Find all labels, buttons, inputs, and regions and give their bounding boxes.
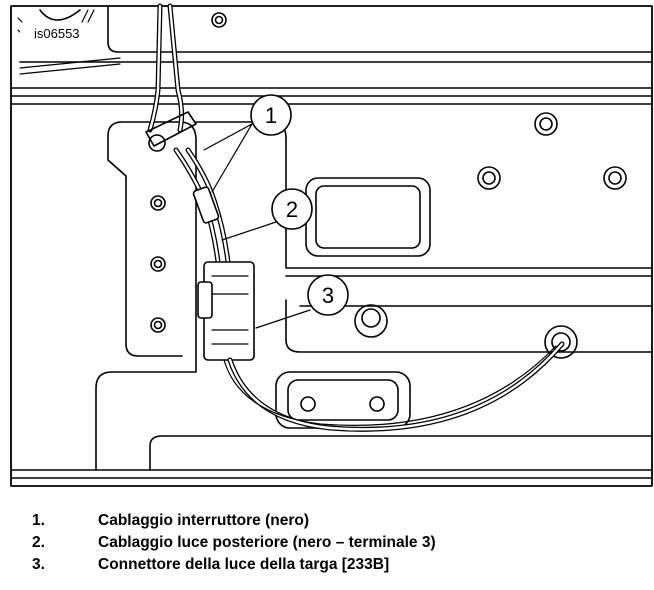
callout-3-circle — [307, 274, 349, 316]
wire-harness-right-core — [168, 4, 183, 132]
left-bracket-edge — [107, 159, 127, 177]
legend-item-text: Connettore della luce della targa [233B] — [98, 556, 390, 573]
legend-item-number: 2. — [32, 534, 45, 551]
lower-stud-outer — [354, 304, 388, 338]
legend-item: 2. Cablaggio luce posteriore (nero – ter… — [32, 532, 632, 554]
top-plate — [107, 5, 653, 53]
lower-stud-inner — [361, 308, 381, 328]
callout-2-circle — [271, 188, 313, 230]
lower-bracket-hole-1 — [300, 396, 316, 412]
legend-item-number: 1. — [32, 512, 45, 529]
callout-1-number: 1 — [265, 103, 277, 128]
callout-2-number: 2 — [286, 197, 298, 222]
top-left-curve — [39, 9, 81, 21]
bottom-base-step — [149, 435, 653, 471]
clip-screw — [148, 134, 166, 152]
central-panel-step — [285, 299, 653, 353]
callout-3-leader — [255, 309, 311, 329]
wire-sleeve — [192, 186, 220, 224]
central-panel — [195, 121, 653, 269]
wire-to-connector-2-core — [186, 148, 230, 264]
figure-id-background — [20, 24, 90, 42]
bottom-base — [11, 469, 653, 479]
callout-2-leader — [221, 221, 277, 241]
bracket-hole-2-inner — [153, 259, 163, 269]
bracket-hole-3 — [150, 317, 166, 333]
horizontal-rail — [11, 87, 653, 105]
legend-item: 3. Connettore della luce della targa [23… — [32, 554, 632, 576]
bracket-hole-1 — [150, 195, 166, 211]
bracket-hole-2 — [150, 256, 166, 272]
wire-to-grommet-2 — [223, 345, 557, 427]
top-screw-inner — [214, 15, 224, 25]
lower-bracket-inner — [287, 379, 399, 421]
stud-group-upper — [477, 112, 627, 190]
legend-list: 1. Cablaggio interruttore (nero) 2. Cabl… — [32, 510, 632, 576]
figure-id-label: is06553 — [34, 26, 80, 41]
wire-to-grommet-core — [228, 342, 564, 431]
wire-harness-upper-core — [148, 4, 162, 132]
callout-1-circle — [250, 94, 292, 136]
bracket-hole-3-inner — [153, 320, 163, 330]
connector-ribs — [211, 275, 249, 345]
legend-item-number: 3. — [32, 556, 45, 573]
grommet-inner — [551, 332, 571, 352]
callout-1-leader — [203, 123, 253, 193]
lower-bracket-hole-2 — [369, 396, 385, 412]
legend-item: 1. Cablaggio interruttore (nero) — [32, 510, 632, 532]
left-bracket-inner — [125, 175, 183, 357]
left-bracket — [95, 121, 197, 471]
illustration-frame — [10, 5, 653, 487]
rectangular-recess — [305, 177, 431, 257]
legend-item-text: Cablaggio interruttore (nero) — [98, 512, 309, 529]
legend-item-text: Cablaggio luce posteriore (nero – termin… — [98, 534, 436, 551]
connector-latch — [197, 281, 213, 319]
bracket-hole-1-inner — [153, 198, 163, 208]
top-screw-outer — [211, 12, 227, 28]
callout-3-number: 3 — [322, 283, 334, 308]
top-left-hatch — [81, 9, 95, 23]
panel-diagonal-lines — [19, 57, 121, 75]
grommet-outer — [544, 325, 578, 359]
cable-clip — [145, 111, 197, 147]
rectangular-recess-inner — [315, 185, 421, 249]
